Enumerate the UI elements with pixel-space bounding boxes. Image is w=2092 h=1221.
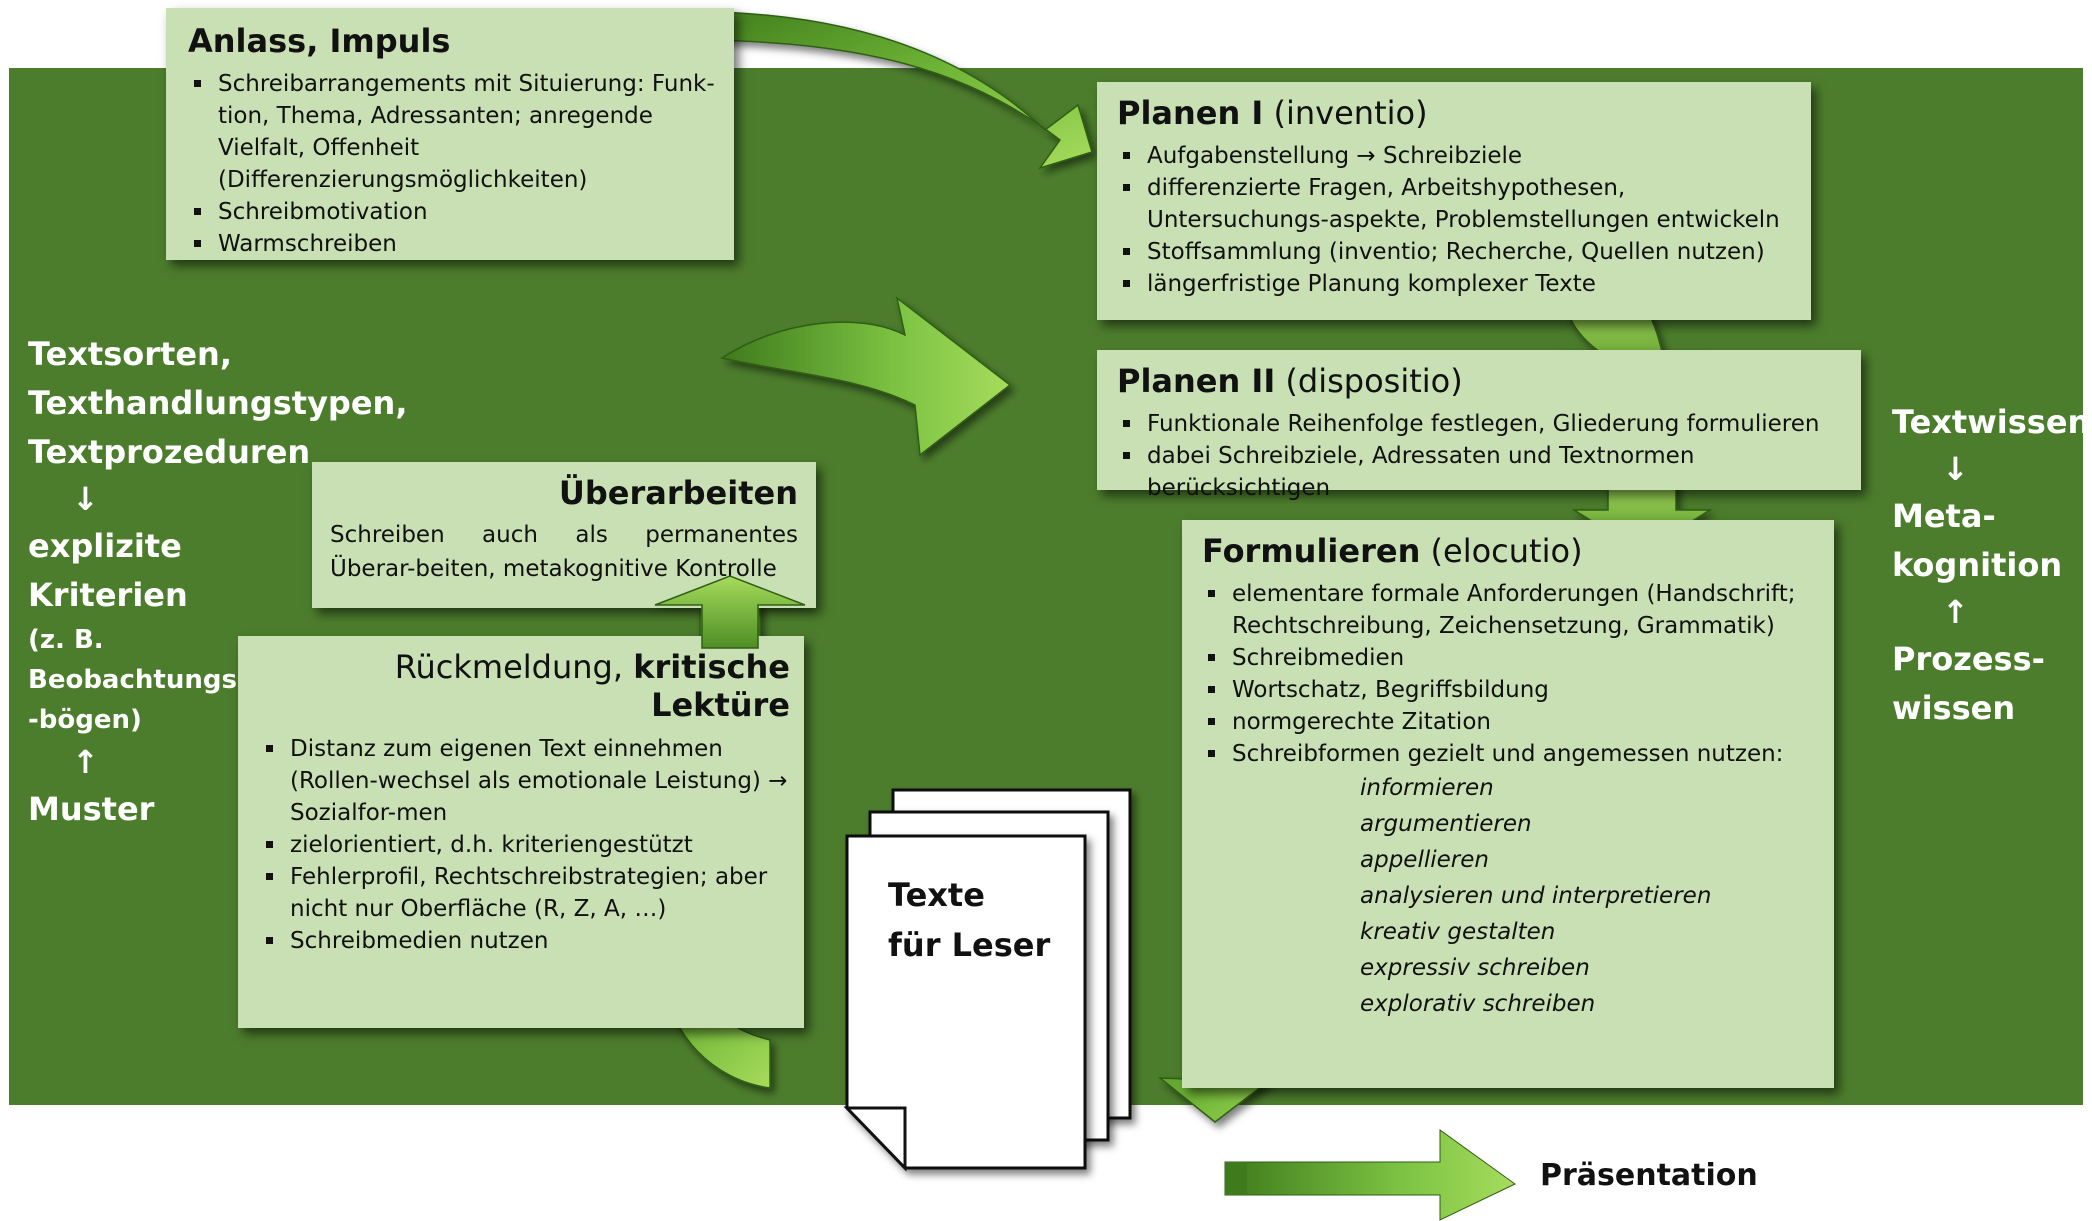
praesentation-label: Präsentation [1540,1158,1758,1193]
schreibform-item: expressiv schreiben [1360,955,1590,982]
ueberarbeiten-text: Schreiben auch als permanentes Überar-be… [330,522,798,583]
schreibform-item: explorativ schreiben [1360,991,1596,1018]
curved-arrow-to-planen1 [683,11,1093,170]
list-item: Schreibarrangements mit Situierung: Funk… [188,68,716,196]
schreibform-item: appellieren [1360,847,1489,874]
box-anlass-impuls: Anlass, Impuls Schreibarrangements mit S… [166,8,734,260]
right-line-2: Meta- [1892,497,1996,535]
box-planen-2: Planen II (dispositio) Funktionale Reihe… [1097,350,1861,501]
list-item: Schreibmedien [1202,642,1820,674]
list-item: Schreibmedien nutzen [260,925,790,957]
right-line-5: wissen [1892,689,2016,727]
left-line-4: explizite [28,527,182,565]
box-formulieren: Formulieren (elocutio) elementare formal… [1182,520,1834,1088]
list-item: elementare formale Anforderungen (Handsc… [1202,578,1820,642]
texte-label: Texte für Leser [888,870,1050,970]
schreibform-item: kreativ gestalten [1360,919,1556,946]
formulieren-list: elementare formale Anforderungen (Handsc… [1202,578,1820,1022]
schreibform-item: analysieren und interpretieren [1360,883,1712,910]
list-item: Schreibformen gezielt und angemessen nut… [1202,738,1820,770]
planen2-title: Planen II (dispositio) [1117,362,1463,400]
list-item: Schreibmotivation [188,196,716,228]
list-item: Fehlerprofil, Rechtschreibstrategien; ab… [260,861,790,925]
anlass-list: Schreibarrangements mit Situierung: Funk… [188,68,716,260]
planen1-list: Aufgabenstellung → Schreibziele differen… [1117,140,1797,300]
formulieren-title: Formulieren (elocutio) [1202,532,1583,570]
right-line-4: Prozess- [1892,640,2045,678]
curved-arrow-center-right [720,296,1012,457]
schreibform-item: informieren [1360,775,1494,802]
planen2-list: Funktionale Reihenfolge festlegen, Glied… [1117,408,1847,504]
list-item: Aufgabenstellung → Schreibziele [1117,140,1797,172]
arrow-down-icon: ↓ [72,480,99,518]
list-item: Funktionale Reihenfolge festlegen, Glied… [1117,408,1847,440]
list-item: zielorientiert, d.h. kriteriengestützt [260,829,790,861]
right-line-1: Textwissen [1892,403,2091,441]
list-item: Distanz zum eigenen Text einnehmen (Roll… [260,733,790,829]
arrow-up-icon: ↑ [1942,593,1969,631]
left-side-text: Textsorten, Texthandlungstypen, Textproz… [28,330,407,834]
left-line-5: Kriterien [28,576,188,614]
list-item: Warmschreiben [188,228,716,260]
praesentation-arrow-tail [1225,1162,1247,1195]
arrow-up-icon: ↑ [72,743,99,781]
texte-line-2: für Leser [888,926,1051,964]
planen1-title: Planen I (inventio) [1117,94,1428,132]
schreibform-item: argumentieren [1360,811,1532,838]
rueckmeldung-title: Rückmeldung, kritische Lektüre [394,648,790,725]
box-rueckmeldung: Rückmeldung, kritische Lektüre Distanz z… [238,636,804,1028]
anlass-title: Anlass, Impuls [188,22,451,60]
ueberarbeiten-title: Überarbeiten [558,474,798,512]
left-line-8: -bögen) [28,705,142,735]
box-planen-1: Planen I (inventio) Aufgabenstellung → S… [1097,82,1811,320]
list-item: Wortschatz, Begriffsbildung [1202,674,1820,706]
list-item: differenzierte Fragen, Arbeitshypothesen… [1117,172,1797,236]
list-item: dabei Schreibziele, Adressaten und Textn… [1117,440,1847,504]
list-item: längerfristige Planung komplexer Texte [1117,268,1797,300]
right-side-text: Textwissen ↓ Meta- kognition ↑ Prozess- … [1892,398,2090,733]
praesentation-arrow [1224,1129,1516,1221]
left-line-9: Muster [28,790,155,828]
left-line-3: Textprozeduren [28,433,311,471]
list-item: Stoffsammlung (inventio; Recherche, Quel… [1117,236,1797,268]
left-line-6: (z. B. [28,625,104,655]
texte-line-1: Texte [888,876,985,914]
list-item: normgerechte Zitation [1202,706,1820,738]
left-line-2: Texthandlungstypen, [28,384,408,422]
left-line-7: Beobachtungs [28,665,237,695]
rueckmeldung-list: Distanz zum eigenen Text einnehmen (Roll… [260,733,790,957]
right-line-3: kognition [1892,546,2063,584]
document-sheet-front [845,834,1087,1170]
document-dogear [843,1106,907,1172]
document-stack [843,788,1132,1172]
arrow-down-icon: ↓ [1942,450,1969,488]
left-line-1: Textsorten, [28,335,232,373]
